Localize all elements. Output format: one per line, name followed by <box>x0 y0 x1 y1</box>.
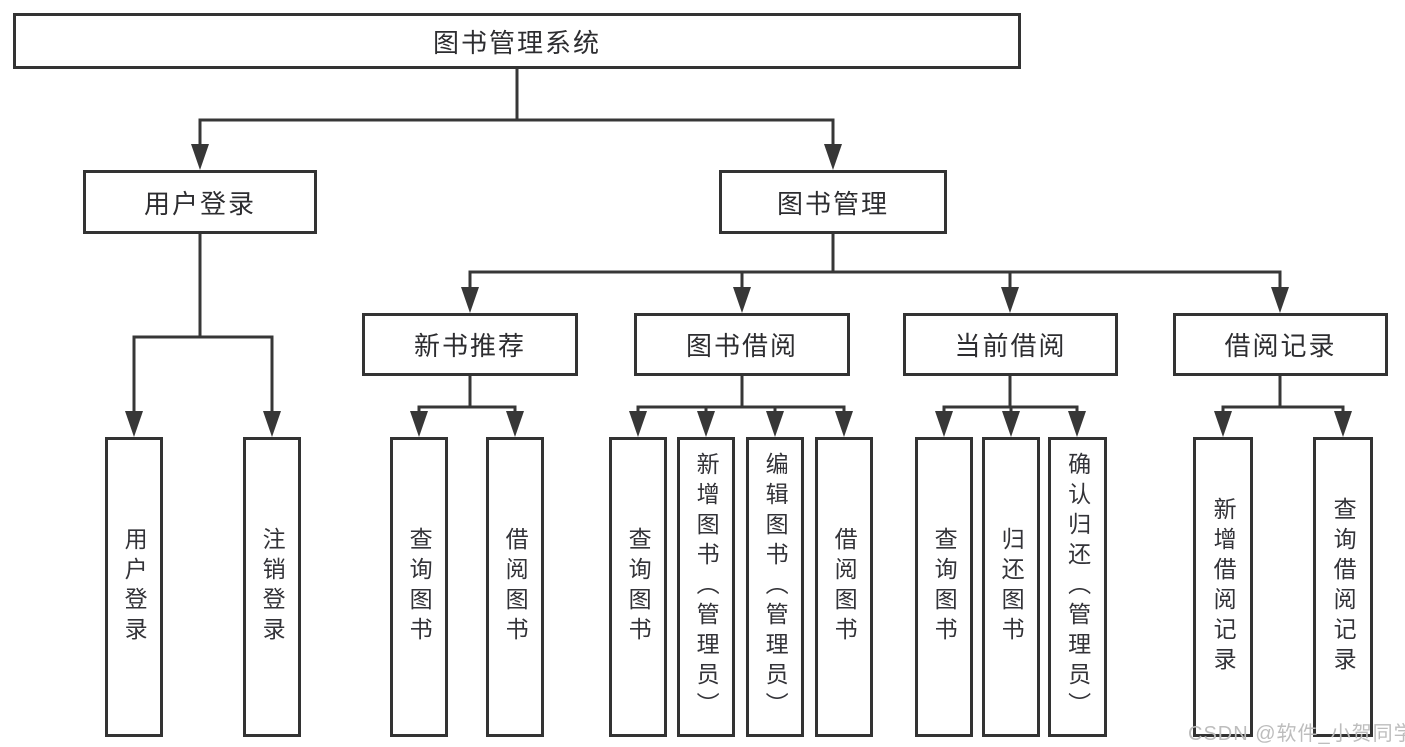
node-leaf-query-borrow-record: 查询借阅记录 <box>1313 437 1373 737</box>
node-label: 借阅图书 <box>502 527 529 647</box>
node-leaf-edit-book-admin: 编辑图书（管理员） <box>746 437 804 737</box>
node-leaf-borrow-books-recommend: 借阅图书 <box>486 437 544 737</box>
node-label: 归还图书 <box>998 527 1025 647</box>
node-current-borrowing: 当前借阅 <box>903 313 1118 376</box>
node-label: 查询图书 <box>625 527 652 647</box>
node-label: 编辑图书（管理员） <box>762 452 789 722</box>
node-borrowing-records: 借阅记录 <box>1173 313 1388 376</box>
node-label: 查询图书 <box>406 527 433 647</box>
node-book-management: 图书管理 <box>719 170 947 234</box>
node-label: 新增图书（管理员） <box>693 452 720 722</box>
node-label: 用户登录 <box>121 527 148 647</box>
node-label: 用户登录 <box>143 188 256 219</box>
node-book-borrowing: 图书借阅 <box>634 313 850 376</box>
node-label: 当前借阅 <box>954 331 1067 361</box>
node-label: 新增借阅记录 <box>1210 497 1237 677</box>
arrowheads <box>125 144 1352 437</box>
node-label: 确认归还（管理员） <box>1064 452 1091 722</box>
node-label: 查询图书 <box>931 527 958 647</box>
node-label: 借阅图书 <box>831 527 858 647</box>
node-label: 图书管理系统 <box>432 27 601 58</box>
node-label: 查询借阅记录 <box>1330 497 1357 677</box>
node-label: 新书推荐 <box>413 331 526 361</box>
node-new-book-recommendation: 新书推荐 <box>362 313 578 376</box>
node-leaf-query-books-borrow: 查询图书 <box>609 437 667 737</box>
node-label: 图书管理 <box>776 188 889 219</box>
node-user-login: 用户登录 <box>83 170 317 234</box>
node-label: 图书借阅 <box>685 331 798 361</box>
node-leaf-return-book: 归还图书 <box>982 437 1040 737</box>
node-label: 注销登录 <box>259 527 286 647</box>
node-leaf-add-book-admin: 新增图书（管理员） <box>677 437 735 737</box>
node-library-management-system: 图书管理系统 <box>13 13 1021 69</box>
node-leaf-user-login: 用户登录 <box>105 437 163 737</box>
node-leaf-query-books-recommend: 查询图书 <box>390 437 448 737</box>
node-leaf-confirm-return-admin: 确认归还（管理员） <box>1048 437 1107 737</box>
node-leaf-query-books-current: 查询图书 <box>915 437 973 737</box>
node-leaf-add-borrow-record: 新增借阅记录 <box>1193 437 1253 737</box>
node-leaf-borrow-books: 借阅图书 <box>815 437 873 737</box>
node-leaf-logout: 注销登录 <box>243 437 301 737</box>
csdn-watermark: CSDN @软件_小贺同学 <box>1188 723 1405 745</box>
node-label: 借阅记录 <box>1224 331 1337 361</box>
